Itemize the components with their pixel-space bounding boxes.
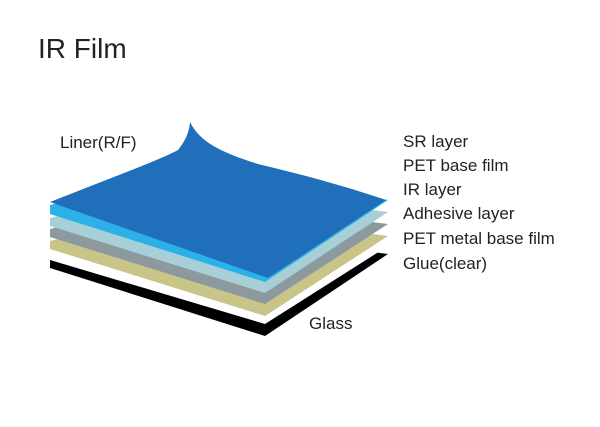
label-adhesive-layer: Adhesive layer: [403, 204, 515, 223]
page-title: IR Film: [38, 33, 127, 64]
label-glass: Glass: [309, 314, 352, 333]
label-glue: Glue(clear): [403, 254, 487, 273]
label-pet-base-film: PET base film: [403, 156, 509, 175]
label-sr-layer: SR layer: [403, 132, 469, 151]
label-ir-layer: IR layer: [403, 180, 462, 199]
label-pet-metal-base-film: PET metal base film: [403, 229, 555, 248]
label-liner: Liner(R/F): [60, 133, 137, 152]
liner-sheet: [50, 122, 386, 278]
